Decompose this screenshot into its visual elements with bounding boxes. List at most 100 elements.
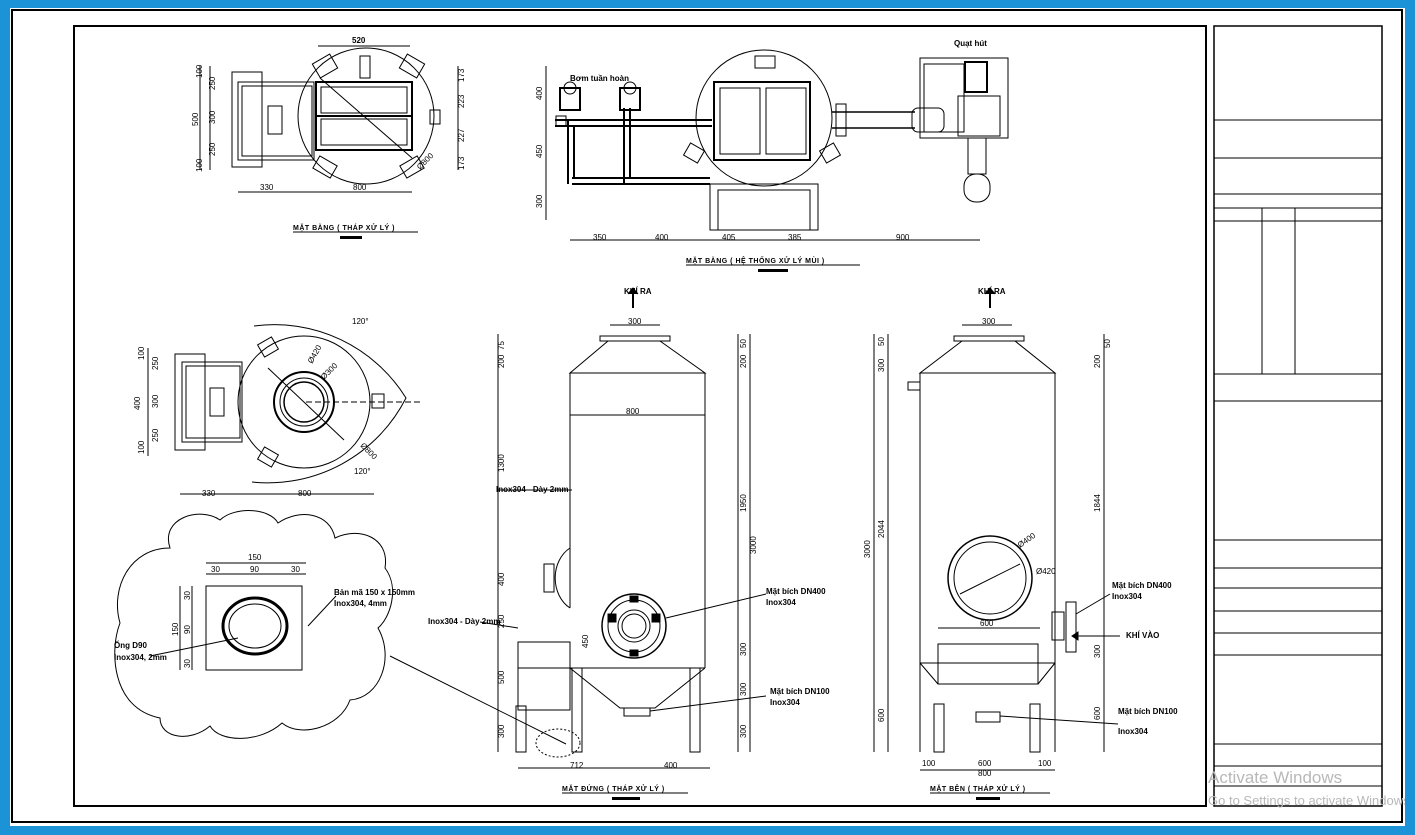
side-right-dim-4: 300 <box>1093 644 1102 658</box>
detail-plate-sub: Inox304, 4mm <box>334 599 387 608</box>
front-bottom-dim-1: 712 <box>570 761 584 770</box>
detail-left-dim-1: 30 <box>183 591 192 600</box>
side-gas-out-label: KHÍ RA <box>978 287 1006 296</box>
side-gas-in-label: KHÍ VÀO <box>1126 631 1159 640</box>
front-shell-label: Inox304 - Dày 2mm <box>496 485 568 494</box>
plan-system-bottom-dim-3: 405 <box>722 233 736 242</box>
side-inlet-sub: Inox304 <box>1112 592 1142 601</box>
plan-system-bottom-dim-2: 400 <box>655 233 669 242</box>
plan-system-left-dim-3: 300 <box>535 194 544 208</box>
side-inlet-label: Mặt bích DN400 <box>1112 581 1172 590</box>
drawing-border <box>73 25 1207 807</box>
side-right-dim-3: 1844 <box>1093 494 1102 512</box>
detail-left-dim-3: 30 <box>183 659 192 668</box>
view-side <box>873 287 1120 771</box>
front-inlet-label: Mặt bích DN400 <box>766 587 826 596</box>
side-top-dim: 300 <box>982 317 996 326</box>
front-right-dim-1: 50 <box>739 339 748 348</box>
top-tower-left-dim-5: 100 <box>137 440 146 454</box>
front-flange-dim: 450 <box>581 634 590 648</box>
detail-top-dim-3: 30 <box>291 565 300 574</box>
front-shell2-label: Inox304 - Dày 2mm <box>428 617 500 626</box>
plan-tower-bottom-dim-1: 330 <box>260 183 274 192</box>
top-tower-bottom-dim-2: 800 <box>298 489 312 498</box>
detail-pipe-label: Ống D90 <box>114 640 147 650</box>
side-d1-label: Ø400 <box>1016 531 1038 550</box>
view-detail-cloud <box>114 510 567 745</box>
top-tower-d2: Ø300 <box>319 361 340 382</box>
front-left-dim-4: 400 <box>497 572 506 586</box>
plan-system-fan-label: Quạt hút <box>954 39 987 48</box>
top-tower-angle-bottom: 120° <box>354 467 371 476</box>
side-left-total: 3000 <box>863 540 872 558</box>
side-title: MẶT BÊN ( THÁP XỬ LÝ ) <box>930 784 1026 793</box>
detail-top-dim-2: 90 <box>250 565 259 574</box>
plan-tower-top-dim: 520 <box>352 36 366 45</box>
front-left-dim-7: 300 <box>497 724 506 738</box>
detail-top-total: 150 <box>248 553 262 562</box>
plan-tower-left-dim-2: 250 <box>208 76 217 90</box>
top-tower-left-dim-3: 300 <box>151 394 160 408</box>
front-drain-sub: Inox304 <box>770 698 800 707</box>
view-front <box>479 287 767 769</box>
outer-border <box>11 9 1403 823</box>
front-title: MẶT ĐỨNG ( THÁP XỬ LÝ ) <box>562 784 665 793</box>
detail-left-total: 150 <box>171 622 180 636</box>
side-right-dim-5: 600 <box>1093 706 1102 720</box>
activate-windows-subtitle: Go to Settings to activate Windows. <box>1208 793 1405 808</box>
plan-tower-left-dim-4: 250 <box>208 142 217 156</box>
front-mid-dim: 800 <box>626 407 640 416</box>
plan-tower-diameter: Ø800 <box>415 151 436 172</box>
side-drain-label: Mặt bích DN100 <box>1118 707 1178 716</box>
plan-tower-right-dim-4: 173 <box>457 156 466 170</box>
plan-system-left-dim-1: 400 <box>535 86 544 100</box>
side-right-dim-1: 50 <box>1103 339 1112 348</box>
activate-windows-title: Activate Windows <box>1208 768 1342 787</box>
side-left-dim-1: 50 <box>877 337 886 346</box>
front-left-dim-5: 250 <box>497 614 506 628</box>
title-block <box>1213 25 1383 807</box>
top-tower-left-total: 400 <box>133 396 142 410</box>
plan-tower-left-total: 500 <box>191 112 200 126</box>
side-drain-sub: Inox304 <box>1118 727 1148 736</box>
plan-tower-right-dim-1: 173 <box>457 68 466 82</box>
front-left-dim-1: 75 <box>497 341 506 350</box>
front-right-total: 3000 <box>749 536 758 554</box>
side-bottom-dim-3: 100 <box>1038 759 1052 768</box>
front-right-dim-4: 300 <box>739 642 748 656</box>
front-left-dim-3: 1300 <box>497 454 506 472</box>
plan-system-left-dim-2: 450 <box>535 144 544 158</box>
plan-tower-right-dim-3: 227 <box>457 128 466 142</box>
plan-system-bottom-dim-1: 350 <box>593 233 607 242</box>
cad-drawing: 520 100 250 300 250 100 500 173 223 227 … <box>11 9 1405 823</box>
plan-tower-title: MẶT BẰNG ( THÁP XỬ LÝ ) <box>293 223 395 232</box>
side-d2-label: Ø420 <box>1036 567 1056 576</box>
plan-tower-left-dim-3: 300 <box>208 110 217 124</box>
front-left-dim-2: 200 <box>497 354 506 368</box>
top-tower-left-dim-1: 100 <box>137 346 146 360</box>
front-right-dim-2: 200 <box>739 354 748 368</box>
plan-tower-left-dim-5: 100 <box>195 158 204 172</box>
top-tower-bottom-dim-1: 330 <box>202 489 216 498</box>
drawing-sheet: 520 100 250 300 250 100 500 173 223 227 … <box>10 8 1405 826</box>
side-right-dim-2: 200 <box>1093 354 1102 368</box>
front-top-dim: 300 <box>628 317 642 326</box>
detail-top-dim-1: 30 <box>211 565 220 574</box>
front-gas-out-label: KHÍ RA <box>624 287 652 296</box>
side-bottom-total: 800 <box>978 769 992 778</box>
side-bottom-dim-1: 100 <box>922 759 936 768</box>
plan-tower-left-dim-1: 100 <box>195 64 204 78</box>
plan-system-title: MẶT BẰNG ( HỆ THỐNG XỬ LÝ MÙI ) <box>686 255 825 265</box>
top-tower-d1: Ø420 <box>306 343 324 365</box>
front-right-dim-5: 300 <box>739 682 748 696</box>
side-left-dim-3: 2044 <box>877 520 886 538</box>
front-drain-label: Mặt bích DN100 <box>770 687 830 696</box>
front-right-dim-6: 300 <box>739 724 748 738</box>
front-right-dim-3: 1950 <box>739 494 748 512</box>
side-left-dim-4: 600 <box>877 708 886 722</box>
plan-tower-right-dim-2: 223 <box>457 94 466 108</box>
top-tower-angle-top: 120° <box>352 317 369 326</box>
detail-left-dim-2: 90 <box>183 625 192 634</box>
detail-pipe-sub: Inox304, 2mm <box>114 653 167 662</box>
front-left-dim-6: 500 <box>497 670 506 684</box>
